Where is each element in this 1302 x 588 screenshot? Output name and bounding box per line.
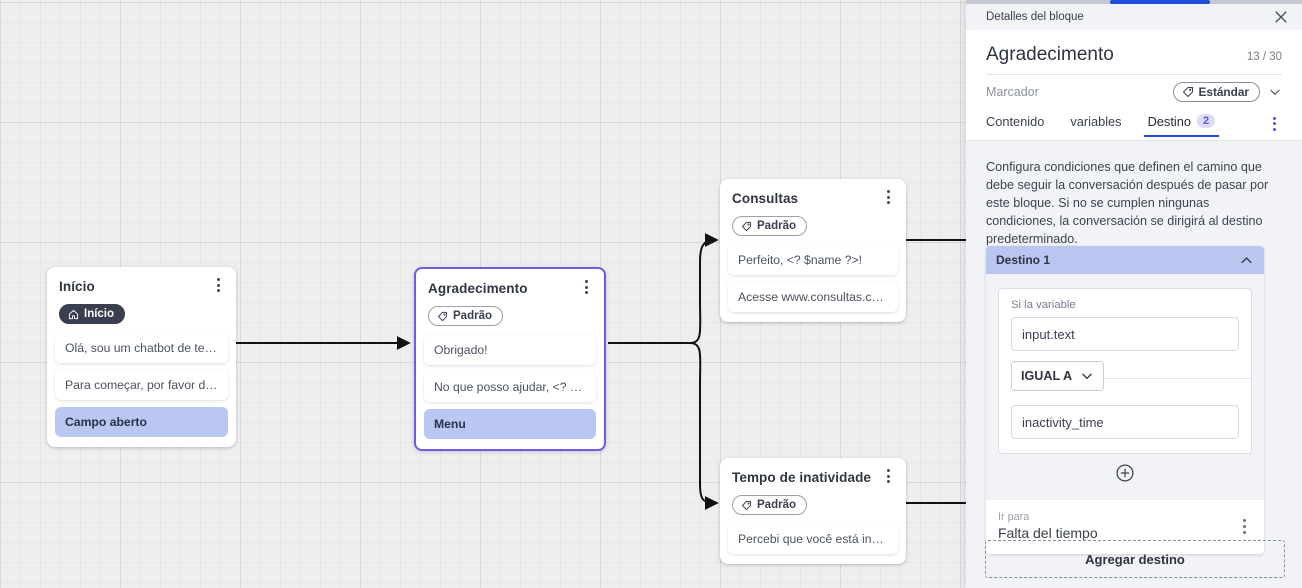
chevron-up-icon[interactable] [1239,253,1254,268]
node-title: Início [59,279,95,294]
flow-edges [236,233,966,510]
flow-canvas[interactable]: Início Início Olá, sou um chatbot de tes… [0,0,966,588]
page-title: Agradecimento [986,44,1114,65]
kebab-menu-icon[interactable] [1266,116,1282,134]
marker-chip[interactable]: Estándar [1172,82,1260,102]
flow-node-agradecimento[interactable]: Agradecimento Padrão Obrigado! No que po… [414,267,606,451]
tag-icon [741,500,752,510]
node-tag-label: Padrão [757,499,796,511]
flow-node-consultas[interactable]: Consultas Padrão Perfeito, <? $name ?>! … [720,179,906,322]
tab-destino[interactable]: Destino 2 [1143,113,1219,137]
node-message[interactable]: Olá, sou um chatbot de teste! [55,332,228,363]
tab-label: Destino [1147,113,1191,129]
destination-header[interactable]: Destino 1 [986,246,1264,274]
tag-icon [741,221,752,231]
edge-agradecimento-consultas [689,233,719,344]
edge-agradecimento-inatividade [689,342,719,510]
block-details-panel: Detalles del bloque Agradecimento 13 / 3… [966,0,1302,588]
plus-circle-icon [1116,464,1134,482]
node-message[interactable]: Acesse www.consultas.com par... [728,281,898,312]
close-icon[interactable] [1272,8,1290,26]
node-messages: Obrigado! No que posso ajudar, <? $name … [416,327,604,449]
add-destination-button[interactable]: Agregar destino [985,540,1285,578]
goto-texts: Ir para Falta del tiempo [998,511,1236,541]
tag-icon [1182,87,1193,97]
tag-icon [437,311,448,321]
kebab-menu-icon[interactable] [578,280,594,296]
goto-row[interactable]: Ir para Falta del tiempo [986,499,1264,554]
node-message[interactable]: Perfeito, <? $name ?>! [728,244,898,275]
node-title: Consultas [732,191,799,206]
add-destination-label: Agregar destino [1085,551,1185,567]
node-header: Consultas Padrão [720,179,906,237]
kebab-menu-icon[interactable] [1236,511,1252,537]
node-tag-default[interactable]: Padrão [428,306,503,326]
node-message-highlighted[interactable]: Menu [424,408,596,439]
node-message[interactable]: Percebi que você está inativo. C... [728,523,898,554]
condition-label: Si la variable [1011,299,1076,311]
tab-contenido[interactable]: Contenido [986,114,1044,137]
marker-dropdown-toggle[interactable] [1268,85,1282,99]
condition-box: Si la variable input.text IGUAL A inacti… [998,288,1252,454]
flow-node-tempo-de-inatividade[interactable]: Tempo de inatividade Padrão Percebi que … [720,458,906,564]
node-messages: Perfeito, <? $name ?>! Acesse www.consul… [720,237,906,322]
kebab-menu-icon[interactable] [880,190,896,206]
destination-card: Destino 1 Si la variable input.text IGUA… [986,246,1264,554]
kebab-menu-icon[interactable] [880,469,896,485]
variable-input[interactable]: input.text [1011,317,1239,351]
divider [966,140,1302,141]
operator-label: IGUAL A [1021,369,1073,383]
node-message[interactable]: Para começar, por favor digite o ... [55,369,228,400]
node-tag-start[interactable]: Início [59,304,126,324]
panel-tabs: Contenido variables Destino 2 [966,110,1302,140]
node-messages: Percebi que você está inativo. C... [720,516,906,564]
goto-label: Ir para [998,511,1030,523]
condition-area: Si la variable input.text IGUAL A inacti… [986,274,1264,499]
panel-title: Detalles del bloque [986,11,1084,23]
destination-header-label: Destino 1 [996,253,1051,267]
divider [986,74,1282,75]
goto-value: Falta del tiempo [998,525,1098,541]
node-message[interactable]: No que posso ajudar, <? $name ... [424,371,596,402]
node-message-highlighted[interactable]: Campo aberto [55,406,228,437]
chevron-down-icon [1082,373,1092,380]
character-counter: 13 / 30 [1246,51,1282,63]
operator-row: IGUAL A [1011,361,1251,395]
marker-row: Marcador Estándar [986,80,1282,104]
scrollbar-thumb[interactable] [1110,0,1210,4]
node-message[interactable]: Obrigado! [424,334,596,365]
operator-select[interactable]: IGUAL A [1011,361,1105,391]
node-title: Agradecimento [428,281,528,296]
node-header: Agradecimento Padrão [416,269,604,327]
destination-description: Configura condiciones que definen el cam… [986,160,1269,246]
node-tag-default[interactable]: Padrão [732,495,807,515]
node-tag-label: Início [84,308,115,320]
node-tag-label: Padrão [453,310,492,322]
node-tag-default[interactable]: Padrão [732,216,807,236]
tab-label: variables [1070,113,1122,129]
node-tag-label: Padrão [757,220,796,232]
node-messages: Olá, sou um chatbot de teste! Para começ… [47,325,236,447]
compare-value-input[interactable]: inactivity_time [1011,405,1239,439]
block-title-row: Agradecimento 13 / 30 [986,44,1282,66]
tab-label: Contenido [986,113,1045,129]
home-icon [68,309,79,319]
marker-chip-label: Estándar [1198,85,1249,99]
flow-node-inicio[interactable]: Início Início Olá, sou um chatbot de tes… [47,267,236,447]
chevron-down-icon [1270,89,1280,96]
node-header: Início Início [47,267,236,325]
tab-badge-count: 2 [1196,114,1216,128]
panel-top-scrollbar[interactable] [966,0,1302,4]
node-header: Tempo de inatividade Padrão [720,458,906,516]
panel-titlebar: Detalles del bloque [966,4,1302,30]
tab-variables[interactable]: variables [1070,114,1121,137]
add-condition-button[interactable] [998,454,1252,487]
node-title: Tempo de inatividade [732,470,872,485]
kebab-menu-icon[interactable] [210,278,226,294]
marker-label: Marcador [986,85,1039,99]
